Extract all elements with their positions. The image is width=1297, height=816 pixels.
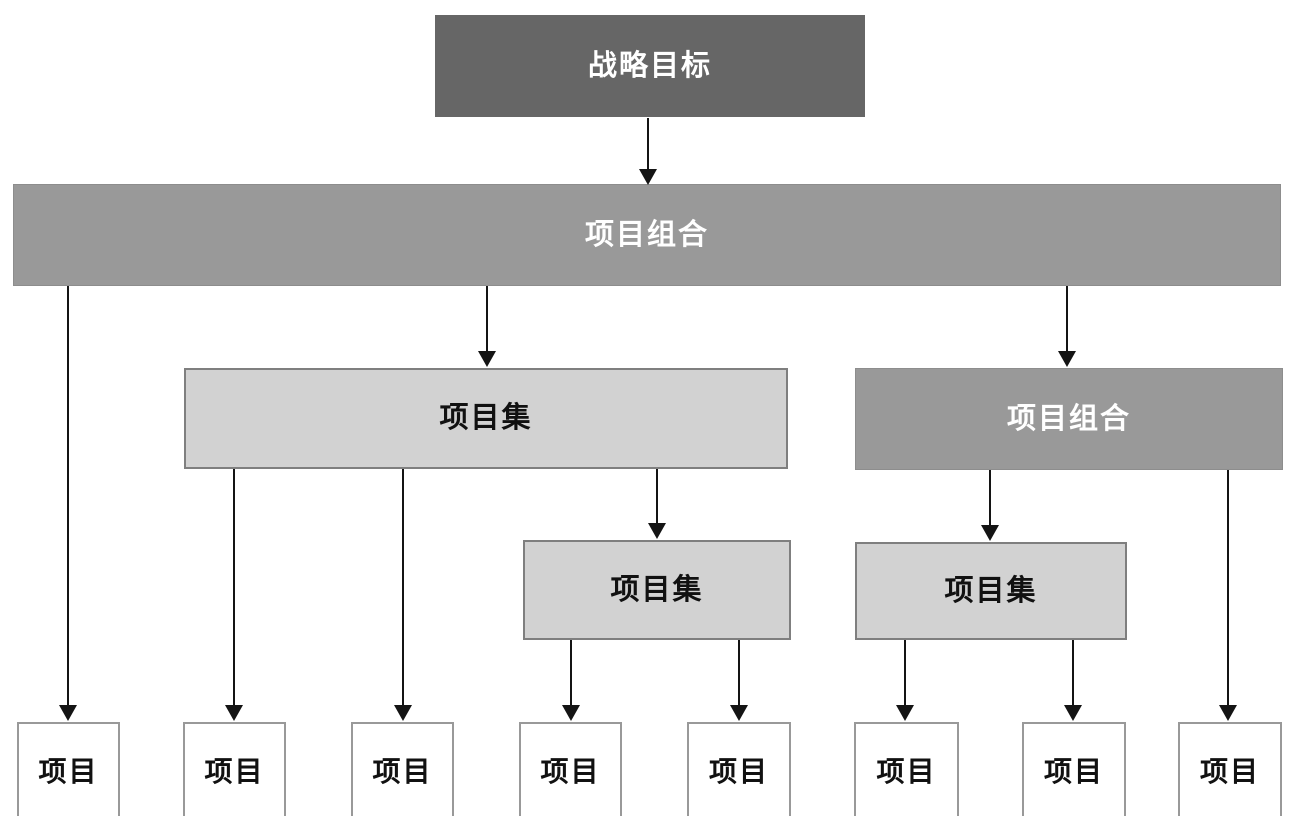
arrow-down-icon (225, 705, 243, 721)
node-program-level4-left: 项目集 (523, 540, 791, 640)
node-label: 项目 (204, 756, 265, 787)
arrow-down-icon (59, 705, 77, 721)
node-project-3: 项目 (351, 722, 454, 816)
arrow-down-icon (1219, 705, 1237, 721)
node-label: 项目 (38, 756, 99, 787)
node-program-level4-right: 项目集 (855, 542, 1127, 640)
node-label: 项目 (372, 756, 433, 787)
node-label: 项目 (708, 756, 769, 787)
arrow-down-icon (730, 705, 748, 721)
node-strategic-goal: 战略目标 (435, 15, 865, 117)
connector-program-to-project2 (225, 469, 243, 721)
node-label: 项目集 (439, 402, 533, 434)
connector-program3-to-project6 (896, 640, 914, 721)
node-label: 项目 (1199, 756, 1260, 787)
node-project-4: 项目 (519, 722, 622, 816)
arrow-down-icon (648, 523, 666, 539)
node-project-8: 项目 (1178, 722, 1282, 816)
connector-program3-to-project7 (1064, 640, 1082, 721)
arrow-down-icon (478, 351, 496, 367)
node-label: 项目 (1043, 756, 1104, 787)
connector-portfolio-to-portfolio2 (1058, 286, 1076, 367)
arrow-down-icon (394, 705, 412, 721)
node-program-level3: 项目集 (184, 368, 788, 469)
node-project-5: 项目 (687, 722, 791, 816)
connector-portfolio2-to-project8 (1219, 470, 1237, 721)
node-portfolio-level3: 项目组合 (855, 368, 1283, 470)
node-project-2: 项目 (183, 722, 286, 816)
connector-program-to-program2 (648, 469, 666, 539)
node-label: 项目组合 (584, 218, 709, 251)
node-label: 项目组合 (1006, 402, 1131, 435)
node-label: 项目 (876, 756, 937, 787)
node-project-6: 项目 (854, 722, 959, 816)
connector-program2-to-project4 (562, 640, 580, 721)
connector-portfolio2-to-program3 (981, 470, 999, 541)
arrow-down-icon (896, 705, 914, 721)
node-label: 项目 (540, 756, 601, 787)
node-portfolio-main: 项目组合 (13, 184, 1281, 286)
arrow-down-icon (1058, 351, 1076, 367)
arrow-down-icon (639, 169, 657, 185)
arrow-down-icon (981, 525, 999, 541)
arrow-down-icon (562, 705, 580, 721)
connector-portfolio-to-project1 (59, 286, 77, 721)
connector-portfolio-to-program (478, 286, 496, 367)
node-label: 项目集 (944, 574, 1038, 607)
arrow-down-icon (1064, 705, 1082, 721)
connector-program-to-project3 (394, 469, 412, 721)
node-project-1: 项目 (17, 722, 120, 816)
node-label: 项目集 (610, 573, 704, 606)
connector-goal-to-portfolio (639, 118, 657, 185)
node-label: 战略目标 (587, 49, 712, 82)
node-project-7: 项目 (1022, 722, 1126, 816)
connector-program2-to-project5 (730, 640, 748, 721)
